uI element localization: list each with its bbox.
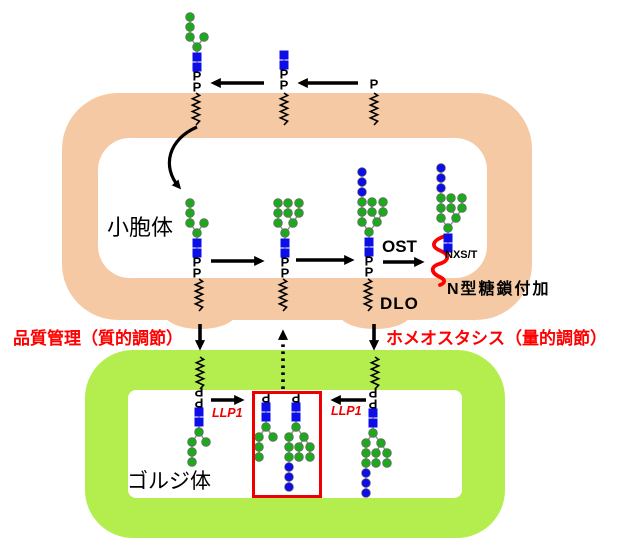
arrow-flip-into-er: [167, 125, 198, 190]
phosphate-label: P: [193, 266, 202, 281]
phosphate-label: P: [368, 386, 377, 401]
nxst-sequon-label: NXS/T: [445, 249, 478, 261]
glycan-er-man5gn2-pp-dolichol: PP: [185, 198, 209, 281]
glycan-nlinked-product: [436, 163, 467, 253]
er-label: 小胞体: [107, 215, 174, 240]
dolichol-golgi-1: [194, 356, 206, 390]
nascent-polypeptide-squiggle: [430, 234, 450, 287]
glycan-cytosol-man5gn2-pp-dolichol: PP: [185, 12, 209, 95]
phosphate-label: P: [194, 396, 203, 411]
phosphate-label: P: [193, 80, 202, 95]
dolichol-er-2: [277, 278, 289, 312]
phosphate-label: P: [291, 391, 300, 406]
er-lumen: [98, 138, 487, 278]
dolichol-cytosol-2: [278, 92, 290, 126]
phosphate-label: P: [194, 385, 203, 400]
glycan-golgi-dlo: PP: [361, 386, 392, 498]
llp1-product-highlight-box: [252, 391, 322, 498]
dolichol-golgi-2: [369, 356, 381, 390]
glycan-box-man5gn2-p: P: [254, 391, 278, 462]
golgi-label: ゴルジ体: [127, 470, 211, 493]
n-glycosylation-label: N型糖鎖付加: [447, 281, 551, 298]
quality-control-caption: 品質管理（質的調節）: [13, 329, 183, 348]
glycan-cytosol-p-dolichol: P: [370, 77, 379, 92]
glycan-golgi-man5gn2-pp-dolichol: PP: [187, 385, 211, 467]
dolichol-er-3: [362, 278, 374, 312]
er-budding-vesicle-left: [164, 298, 236, 329]
phosphate-label: P: [193, 69, 202, 84]
phosphate-label: P: [370, 77, 379, 92]
phosphate-label: P: [281, 255, 290, 270]
phosphate-label: P: [261, 391, 270, 406]
er-budding-vesicle-right: [339, 298, 411, 329]
phosphate-label: P: [368, 397, 377, 412]
phosphate-label: P: [365, 265, 374, 280]
glycan-er-dlo-glc3man9gn2-pp: PP: [357, 167, 388, 280]
dolichol-cytosol-1: [190, 92, 202, 126]
dolichol-cytosol-3: [368, 92, 380, 126]
homeostasis-caption: ホメオスタシス（量的調節）: [386, 329, 607, 348]
ost-enzyme-label: OST: [382, 237, 417, 256]
phosphate-label: P: [281, 266, 290, 281]
glycan-er-man9gn2-pp-dolichol: PP: [273, 198, 304, 281]
glycan-cytosol-gn2-pp-dolichol: PP: [279, 50, 289, 93]
dlo-label: DLO: [380, 294, 419, 313]
dolichol-er-1: [193, 278, 205, 312]
llp1-enzyme-label-left: LLP1: [212, 406, 243, 420]
llp1-enzyme-label-right: LLP1: [331, 404, 362, 418]
glycan-box-glc3man9gn2-p: P: [284, 391, 315, 492]
phosphate-label: P: [365, 254, 374, 269]
phosphate-label: P: [280, 67, 289, 82]
phosphate-label: P: [280, 78, 289, 93]
phosphate-label: P: [193, 255, 202, 270]
